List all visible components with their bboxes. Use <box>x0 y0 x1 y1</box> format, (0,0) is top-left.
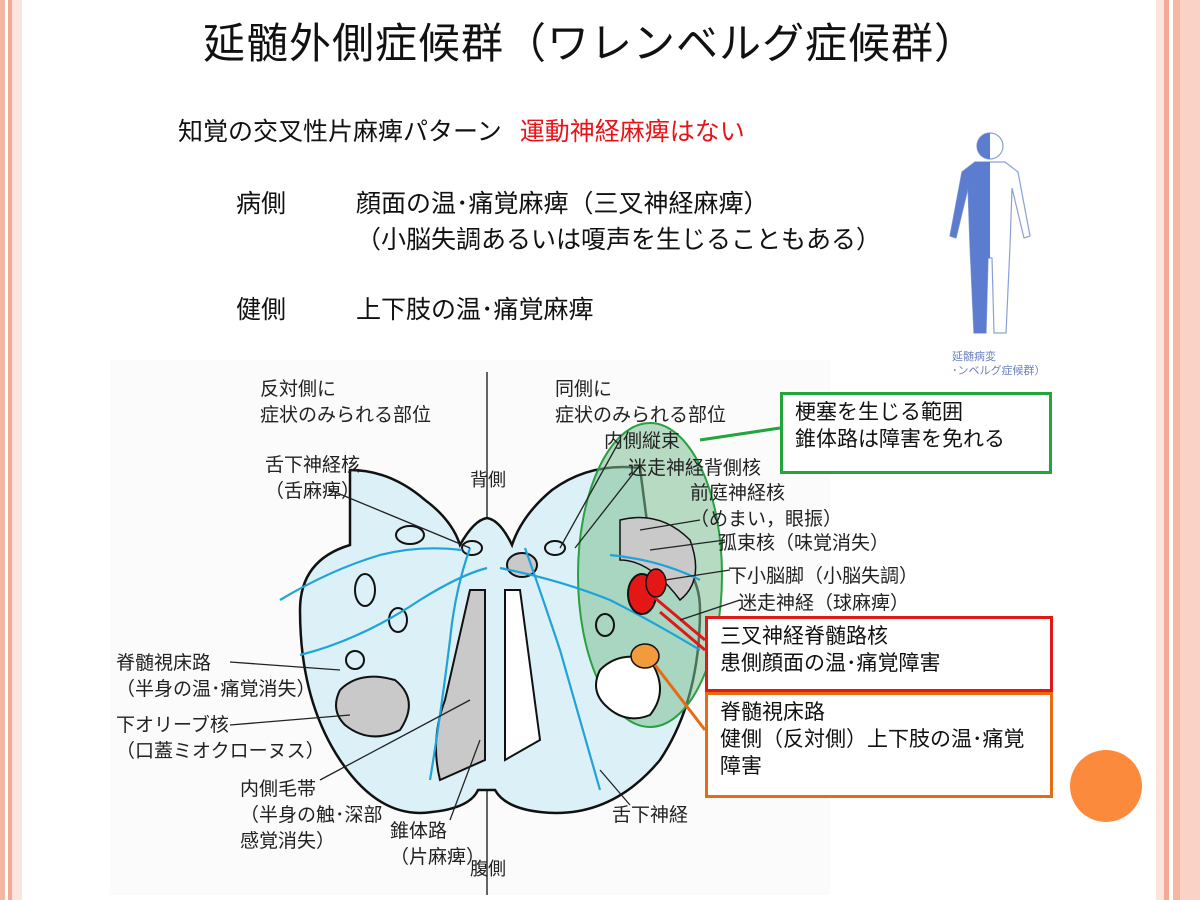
slide-left-border <box>0 0 22 900</box>
medial-lemniscus-line1: 内側毛帯 <box>240 778 317 800</box>
vestibular-nucleus-label: 前庭神経核 （めまい，眼振） <box>690 480 842 532</box>
inferior-olive-line2: （口蓋ミオクローヌス） <box>116 740 325 762</box>
spinothalamic-line1: 脊髄視床路 <box>116 652 212 674</box>
same-side-line2: 症状のみられる部位 <box>555 404 727 426</box>
central-nucleus-left <box>461 540 483 556</box>
spinothalamic-callout-line2: 健側（反対側）上下肢の温･痛覚 <box>720 727 1025 751</box>
affected-side-line2: （小脳失調あるいは嗄声を生じることもある） <box>356 225 882 254</box>
healthy-side-line1: 上下肢の温･痛覚麻痺 <box>356 295 594 324</box>
vestibular-nucleus-line1: 前庭神経核 <box>690 482 786 504</box>
infarct-callout-line2: 錐体路は障害を免れる <box>795 427 1005 451</box>
medial-lemniscus-line2: （半身の触･深部 <box>240 804 383 826</box>
solitary-nucleus-label: 孤束核（味覚消失） <box>718 532 890 554</box>
subtitle-red-text: 運動神経麻痺はない <box>519 117 745 146</box>
slide-title: 延髄外側症候群（ワレンベルグ症候群） <box>202 19 977 68</box>
pyramidal-tract-line1: 錐体路 <box>390 820 448 842</box>
nucleus-small-5 <box>595 613 615 637</box>
olive-left <box>335 675 410 738</box>
leader-lines <box>229 439 741 821</box>
spinothalamic-callout-line3: 障害 <box>720 754 762 778</box>
hypoglossal-nucleus-line2: （舌麻痺） <box>265 480 361 502</box>
inferior-olive-label: 下オリーブ核 （口蓋ミオクローヌス） <box>116 712 325 764</box>
hypoglossal-nerve-label: 舌下神経 <box>612 804 689 826</box>
nucleus-small-3 <box>345 650 365 670</box>
affected-side-label: 病側 <box>236 189 287 218</box>
same-side-line1: 同側に <box>555 378 613 400</box>
red-connector <box>654 596 706 652</box>
opposite-side-label: 反対側に 症状のみられる部位 <box>260 376 431 428</box>
infarct-callout-line1: 梗塞を生じる範囲 <box>795 400 963 424</box>
green-connector <box>699 426 781 442</box>
opposite-side-line2: 症状のみられる部位 <box>260 404 432 426</box>
infarct-range-callout: 梗塞を生じる範囲 錐体路は障害を免れる <box>780 392 1052 474</box>
vestibular-nucleus-line2: （めまい，眼振） <box>690 508 843 530</box>
vagus-dorsal-nucleus-label: 迷走神経背側核 <box>628 457 762 479</box>
dorsal-label: 背側 <box>470 470 506 491</box>
body-affected-half <box>950 133 990 333</box>
slide-right-border <box>1156 0 1200 900</box>
opposite-side-line1: 反対側に <box>260 378 337 400</box>
nerve-roots <box>279 547 701 791</box>
ventral-label: 腹側 <box>470 859 506 880</box>
nucleus-small-1 <box>354 573 376 607</box>
body-caption-line2: ･ンベルグ症候群） <box>952 364 1046 377</box>
trigeminal-callout-line2: 患側顔面の温･痛覚障害 <box>720 651 941 675</box>
subtitle: 知覚の交叉性片麻痺パターン運動神経麻痺はない <box>178 112 745 148</box>
trigeminal-callout: 三叉神経脊髄路核 患側顔面の温･痛覚障害 <box>705 616 1053 692</box>
spinothalamic-label: 脊髄視床路 （半身の温･痛覚消失） <box>116 650 316 702</box>
spinothalamic-callout-line1: 脊髄視床路 <box>720 700 825 724</box>
hypoglossal-nucleus-label: 舌下神経核 （舌麻痺） <box>265 452 360 504</box>
trigeminal-callout-line1: 三叉神経脊髄路核 <box>720 624 888 648</box>
nucleus-small-4 <box>395 525 425 545</box>
healthy-side-block: 健側 上下肢の温･痛覚麻痺 <box>236 290 836 324</box>
icp-label: 下小脳脚（小脳失調） <box>728 565 919 587</box>
spinothalamic-line2: （半身の温･痛覚消失） <box>116 678 316 700</box>
pyramid-right <box>504 589 542 762</box>
body-caption-line1: 延髄病変 <box>952 350 996 363</box>
subtitle-text: 知覚の交叉性片麻痺パターン <box>178 117 502 146</box>
orange-connector <box>653 664 707 731</box>
decorative-orange-circle <box>1070 750 1142 822</box>
vagus-nerve-label: 迷走神経（球麻痺） <box>738 592 910 614</box>
trigeminal-spinal-nucleus-2 <box>645 568 667 598</box>
hypoglossal-nucleus-line1: 舌下神経核 <box>265 454 361 476</box>
mlf-label: 内側縦束 <box>604 430 681 452</box>
body-caption: 延髄病変 ･ンベルグ症候群） <box>952 350 1046 378</box>
affected-side-block: 病側 顔面の温･痛覚麻痺（三叉神経麻痺） （小脳失調あるいは嗄声を生じることもあ… <box>236 184 936 254</box>
central-nucleus-right <box>544 540 566 556</box>
pyramidal-tract-label: 錐体路 （片麻痺） <box>390 818 485 870</box>
same-side-label: 同側に 症状のみられる部位 <box>555 376 726 428</box>
spinothalamic-callout: 脊髄視床路 健側（反対側）上下肢の温･痛覚 障害 <box>705 692 1053 798</box>
medial-lemniscus-label: 内側毛帯 （半身の触･深部 感覚消失） <box>240 776 383 854</box>
human-body-figure <box>949 132 1031 334</box>
medial-lemniscus-line3: 感覚消失） <box>240 830 336 852</box>
inferior-olive-line1: 下オリーブ核 <box>116 714 229 736</box>
pyramidal-tract-line2: （片麻痺） <box>390 846 486 868</box>
healthy-side-label: 健側 <box>236 295 287 324</box>
spinothalamic-highlight <box>630 643 660 669</box>
affected-side-line1: 顔面の温･痛覚麻痺（三叉神経麻痺） <box>356 189 769 218</box>
